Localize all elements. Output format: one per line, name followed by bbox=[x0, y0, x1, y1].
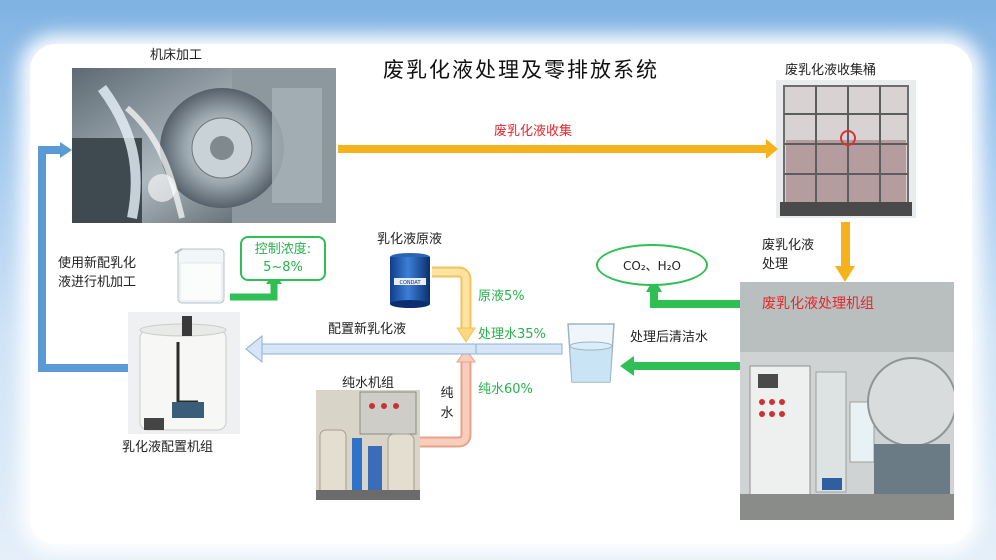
beaker-photo bbox=[172, 245, 230, 305]
control-concentration-box: 控制浓度: 5~8% bbox=[240, 236, 326, 281]
label-waste-treatment-line2: 处理 bbox=[762, 257, 789, 272]
emulsion-drum-photo: CONDAT bbox=[388, 252, 432, 308]
label-use-new-line2: 液进行机加工 bbox=[58, 275, 137, 290]
label-clean-water: 处理后清洁水 bbox=[630, 330, 709, 345]
label-machining: 机床加工 bbox=[150, 48, 203, 63]
arrow-clean-water bbox=[620, 356, 740, 376]
label-collection-tank: 废乳化液收集桶 bbox=[785, 63, 877, 78]
arrow-stock bbox=[432, 266, 476, 343]
label-use-new: 使用新配乳化 液进行机加工 bbox=[58, 254, 136, 292]
label-stock-ratio: 原液5% bbox=[478, 289, 525, 304]
arrow-return-to-machining bbox=[38, 142, 128, 372]
clean-water-glass-photo bbox=[562, 320, 620, 386]
control-conc-line1: 控制浓度: bbox=[254, 242, 312, 257]
label-treated-ratio: 处理水35% bbox=[478, 327, 546, 342]
emissions-ellipse: CO₂、H₂O bbox=[596, 244, 708, 286]
label-use-new-line1: 使用新配乳化 bbox=[58, 256, 137, 271]
label-emulsion-mixing-unit: 乳化液配置机组 bbox=[122, 440, 214, 455]
drum-text: CONDAT bbox=[399, 280, 421, 286]
page-title: 废乳化液处理及零排放系统 bbox=[383, 58, 659, 82]
pure-water-unit-photo bbox=[316, 390, 420, 500]
arrow-treated-water bbox=[475, 343, 563, 355]
arrow-tank-to-treatment bbox=[835, 222, 855, 282]
control-conc-line2: 5~8% bbox=[263, 260, 303, 275]
label-treatment-unit: 废乳化液处理机组 bbox=[762, 296, 874, 312]
label-waste-treatment: 废乳化液 处理 bbox=[762, 236, 814, 274]
label-pure-water: 纯水 bbox=[440, 386, 454, 421]
label-emulsion-stock: 乳化液原液 bbox=[377, 232, 443, 247]
collection-tank-photo bbox=[776, 80, 916, 218]
treatment-unit-photo bbox=[740, 282, 954, 520]
arrow-mix-new bbox=[245, 334, 477, 364]
label-pure-water-unit: 纯水机组 bbox=[342, 376, 395, 391]
label-collect-flow: 废乳化液收集 bbox=[494, 124, 573, 139]
arrow-collect bbox=[338, 139, 778, 159]
label-mix-new: 配置新乳化液 bbox=[328, 322, 407, 337]
label-pure-ratio: 纯水60% bbox=[478, 382, 533, 397]
label-waste-treatment-line1: 废乳化液 bbox=[762, 238, 815, 253]
arrow-pure-water bbox=[420, 348, 476, 448]
machining-photo bbox=[72, 68, 336, 223]
mixing-unit-photo bbox=[128, 312, 240, 434]
